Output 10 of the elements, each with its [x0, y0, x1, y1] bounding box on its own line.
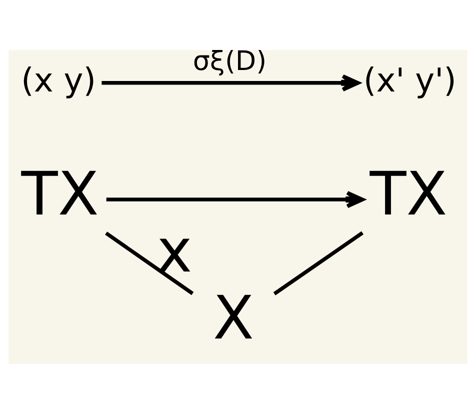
arrow — [102, 74, 360, 91]
node-text: (x' y') — [363, 60, 456, 99]
connector — [273, 230, 364, 295]
node-label: x — [156, 216, 192, 286]
node-text: TX — [370, 158, 448, 229]
node-text: X — [213, 283, 254, 354]
node-text: (x y) — [21, 60, 96, 99]
connector — [105, 231, 194, 295]
arrow — [106, 190, 364, 208]
node-text: TX — [21, 158, 99, 229]
